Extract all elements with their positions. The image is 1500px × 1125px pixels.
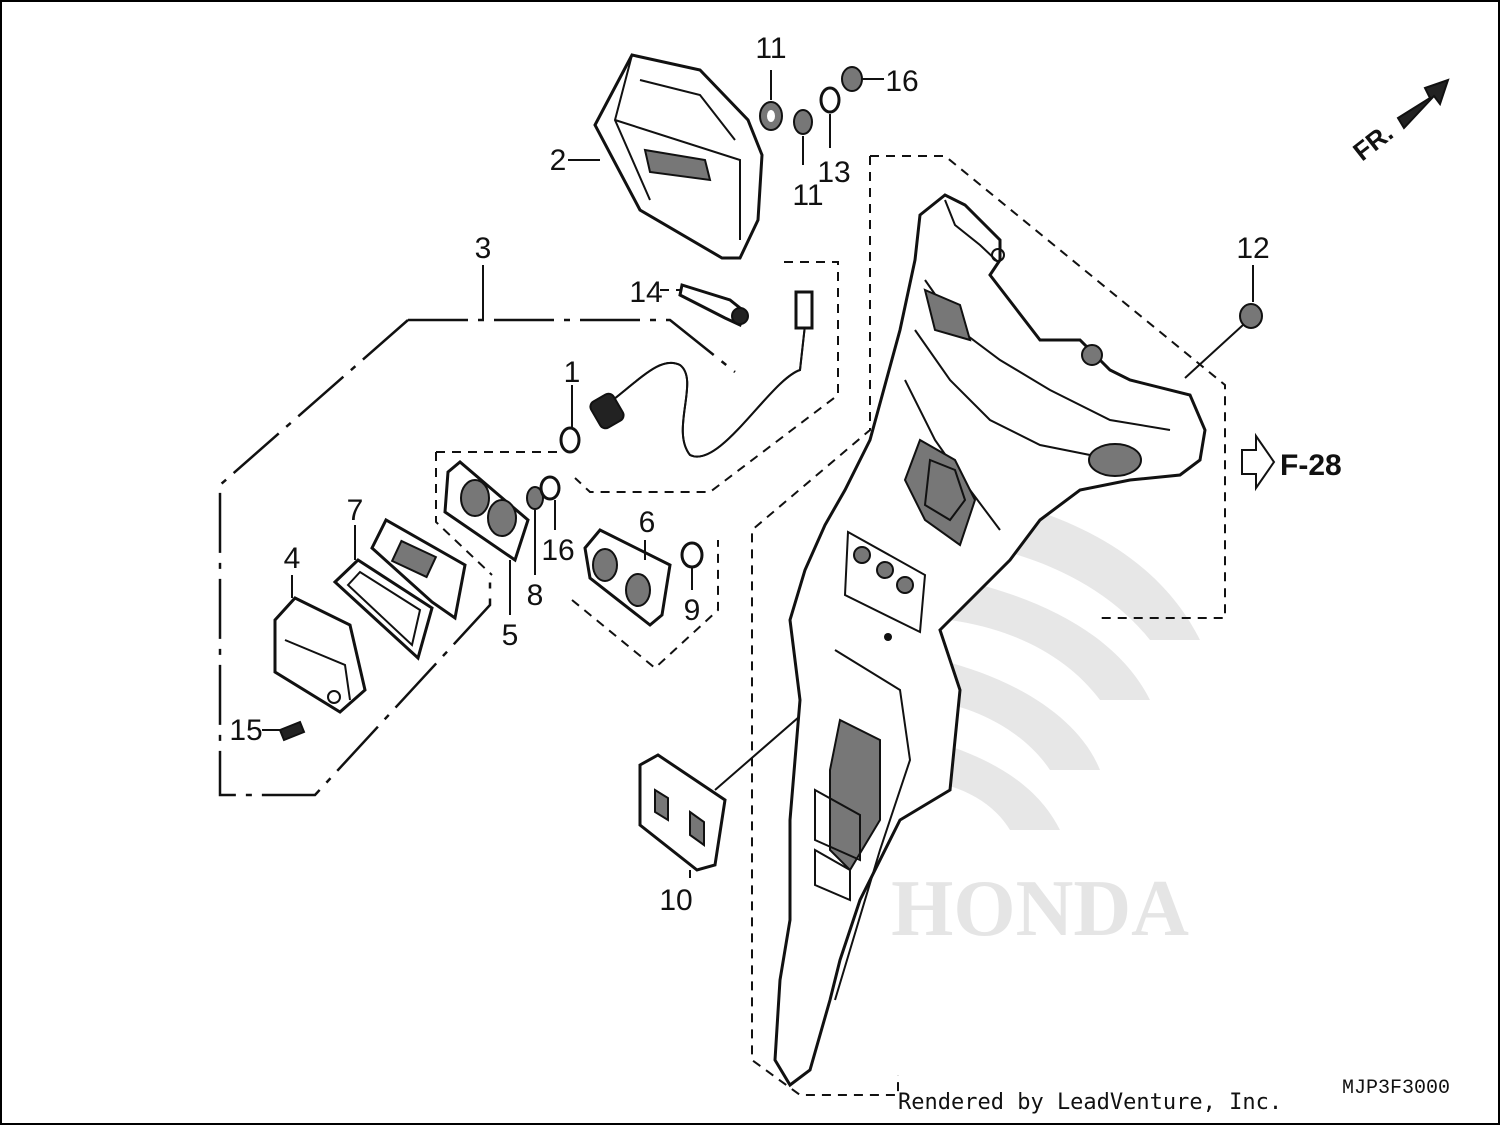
callout-1: 1 [564, 356, 581, 389]
leader-12 [1184, 324, 1244, 379]
reference-arrow: F-28 [1241, 432, 1342, 492]
callout-12: 12 [1236, 232, 1269, 265]
tail-light-assembly-outline [218, 318, 736, 797]
callout-13: 13 [817, 156, 850, 189]
callout-4: 4 [284, 542, 301, 575]
callout-2: 2 [550, 144, 567, 177]
nut-16b [539, 475, 561, 530]
fender-group-outline [751, 155, 1226, 1096]
credit-text: Rendered by LeadVenture, Inc. [898, 1090, 1283, 1115]
callout-7: 7 [347, 494, 364, 527]
front-direction-label: FR. [1347, 117, 1398, 166]
tail-lens-4 [273, 575, 367, 714]
reflector-10 [638, 689, 831, 878]
lamp-housing [370, 517, 467, 621]
honda-watermark-text: HONDA [891, 865, 1189, 953]
nut-8 [526, 486, 544, 575]
nut-12 [1184, 265, 1263, 379]
screw-15 [262, 720, 306, 742]
front-direction-indicator: FR. [1347, 78, 1450, 167]
bracket-group-outline [571, 540, 719, 670]
nut-9 [680, 541, 704, 590]
lamp-group-outline [435, 451, 560, 576]
callout-16-top: 16 [885, 65, 918, 98]
callout-5: 5 [502, 619, 519, 652]
honda-wing-watermark: HONDA [891, 500, 1200, 953]
callout-10: 10 [659, 884, 692, 917]
bracket-6 [583, 528, 672, 627]
screw-14 [660, 283, 749, 328]
gasket-7 [332, 525, 434, 661]
nut-16a [841, 66, 884, 92]
lamp-unit-5 [443, 460, 530, 615]
diagram-code: MJP3F3000 [1342, 1077, 1450, 1100]
hollow-arrow-icon [1241, 432, 1276, 492]
wire-group-outline [574, 261, 839, 493]
callout-9: 9 [684, 594, 701, 627]
tail-light-lens-part [568, 53, 764, 260]
callout-11-top: 11 [755, 32, 786, 65]
callout-8: 8 [527, 579, 544, 612]
reference-label: F-28 [1280, 449, 1342, 482]
callout-11-bottom: 11 [792, 179, 823, 212]
wire-harness-part [559, 290, 814, 458]
nut-11b [793, 109, 813, 165]
rear-fender-part [773, 193, 1207, 1088]
washer-13 [819, 86, 841, 148]
callout-14: 14 [629, 276, 662, 309]
nut-11a [759, 70, 783, 131]
callout-15: 15 [229, 714, 262, 747]
callout-16-lower: 16 [541, 534, 574, 567]
callout-3: 3 [475, 232, 492, 265]
direction-arrow-icon [1396, 78, 1450, 130]
callout-6: 6 [639, 506, 656, 539]
